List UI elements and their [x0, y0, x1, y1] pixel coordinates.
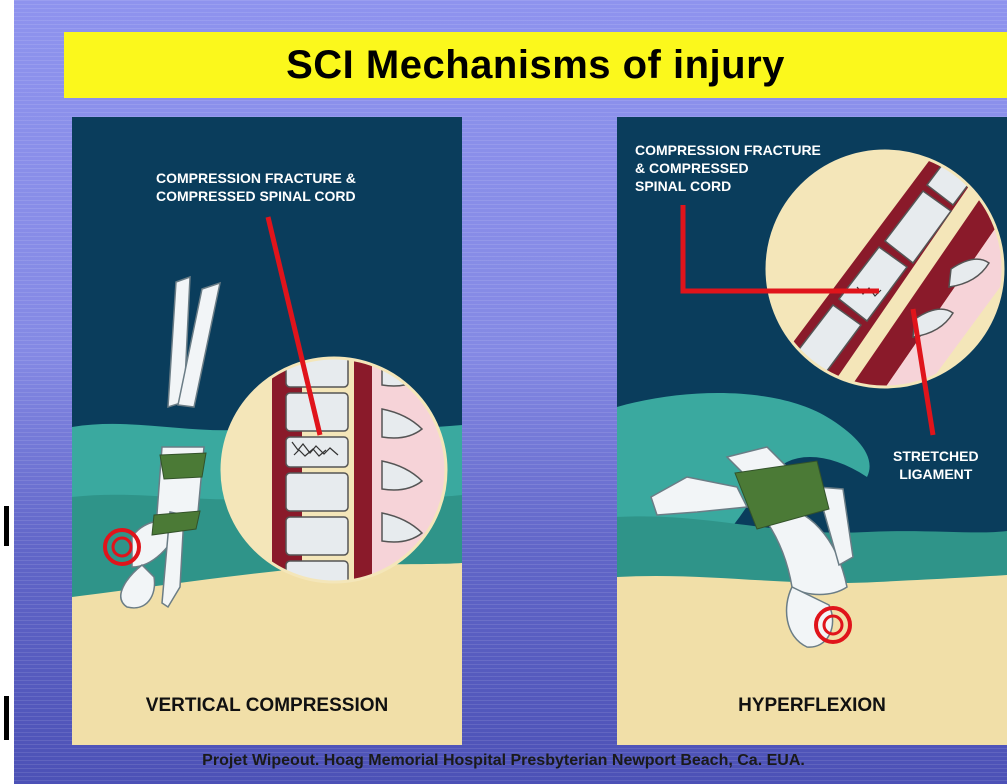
- callout-line: STRETCHED: [893, 447, 979, 465]
- panel-label: HYPERFLEXION: [617, 695, 1007, 717]
- callout-line: COMPRESSION FRACTURE: [635, 141, 821, 159]
- vertical-compression-panel: COMPRESSION FRACTURE & COMPRESSED SPINAL…: [72, 117, 462, 745]
- callout-line: COMPRESSION FRACTURE &: [156, 169, 356, 187]
- compression-callout: COMPRESSION FRACTURE & COMPRESSED SPINAL…: [156, 169, 356, 205]
- compression-callout: COMPRESSION FRACTURE & COMPRESSED SPINAL…: [635, 141, 821, 195]
- edge-mark: [4, 506, 9, 546]
- callout-line: LIGAMENT: [893, 465, 979, 483]
- title-banner: SCI Mechanisms of injury: [64, 32, 1007, 98]
- credit-line: Projet Wipeout. Hoag Memorial Hospital P…: [0, 752, 1007, 770]
- slide-title: SCI Mechanisms of injury: [286, 43, 785, 88]
- vertical-compression-illustration: [72, 117, 462, 745]
- callout-line: & COMPRESSED: [635, 159, 821, 177]
- stretched-ligament-callout: STRETCHED LIGAMENT: [893, 447, 979, 483]
- hyperflexion-illustration: [617, 117, 1007, 745]
- edge-mark: [4, 696, 9, 740]
- hyperflexion-panel: COMPRESSION FRACTURE & COMPRESSED SPINAL…: [617, 117, 1007, 745]
- callout-line: COMPRESSED SPINAL CORD: [156, 187, 356, 205]
- panel-label: VERTICAL COMPRESSION: [72, 695, 462, 717]
- callout-line: SPINAL CORD: [635, 177, 821, 195]
- left-edge-strip: [0, 0, 14, 784]
